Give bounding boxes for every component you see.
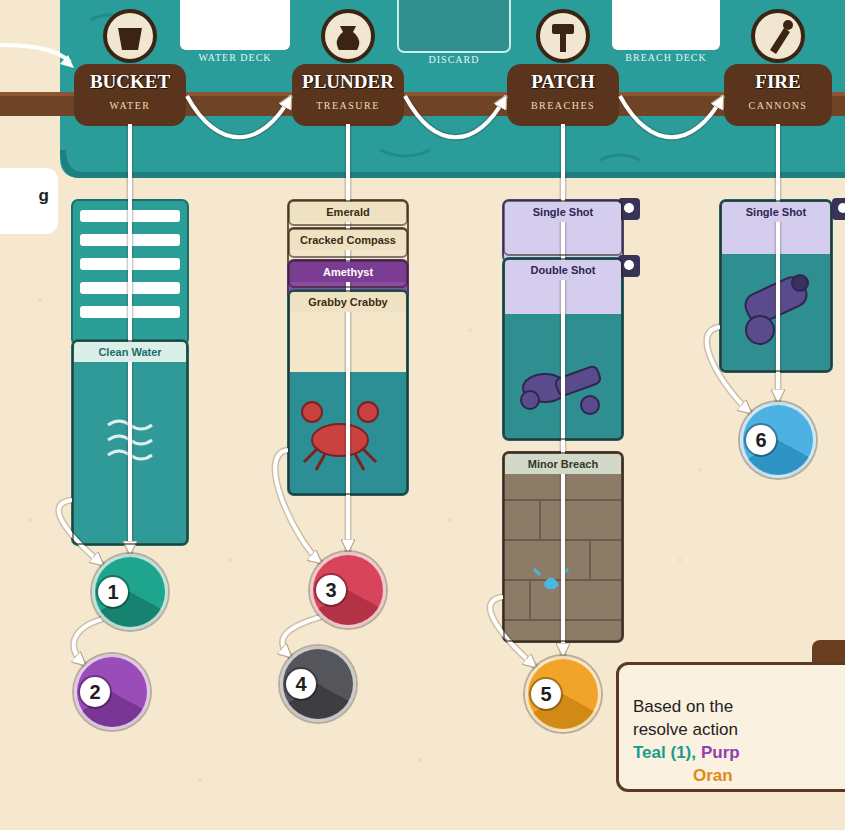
- flow-arrow: [275, 450, 321, 563]
- flow-arrow: [620, 96, 723, 137]
- flow-arrow-shadow: [187, 96, 291, 137]
- flow-arrow-shadow: [490, 597, 536, 667]
- game-card: Cracked Compass: [288, 228, 408, 258]
- station-name: BUCKET: [73, 70, 187, 94]
- station-label: FIRE CANNONS: [723, 66, 833, 124]
- flow-arrow-line: [776, 124, 780, 402]
- flow-arrow-shadow: [345, 124, 352, 552]
- card-title: Minor Breach: [505, 454, 621, 474]
- callout-number: 5: [531, 679, 561, 709]
- card-title: Amethyst: [290, 262, 406, 282]
- station-subtitle: TREASURE: [291, 98, 405, 114]
- rules-callout: Based on theresolve actionTeal (1),PurpO…: [616, 662, 845, 792]
- game-card: Amethyst: [288, 260, 408, 288]
- action-token: 5: [525, 656, 601, 732]
- station-label: PATCH BREACHES: [506, 66, 620, 124]
- callout-number: 1: [98, 577, 128, 607]
- flow-arrow-shadow: [127, 124, 134, 554]
- card-title: Emerald: [290, 202, 406, 222]
- game-card: Emerald: [288, 200, 408, 226]
- station-subtitle: CANNONS: [723, 98, 833, 114]
- note-text: g: [0, 186, 49, 206]
- action-token: 4: [280, 646, 356, 722]
- callout-text: Oran: [633, 764, 845, 787]
- game-card: Minor Breach: [503, 452, 623, 642]
- callout-number: 4: [286, 669, 316, 699]
- card-title: Single Shot: [505, 202, 621, 222]
- flow-arrow-shadow: [620, 96, 723, 137]
- flow-arrow-shadow: [405, 96, 506, 137]
- station-subtitle: BREACHES: [506, 98, 620, 114]
- callout-number: 6: [746, 425, 776, 455]
- callout-text: Purp: [701, 741, 740, 764]
- action-token: 1: [92, 554, 168, 630]
- station-label: PLUNDER TREASURE: [291, 66, 405, 124]
- flow-arrow: [778, 124, 779, 402]
- game-card: Grabby Crabby: [288, 290, 408, 495]
- flow-arrow-line: [128, 124, 132, 554]
- note-box: g: [0, 168, 58, 234]
- callout-number: 3: [316, 575, 346, 605]
- flow-arrow-line: [275, 450, 321, 563]
- flow-arrow: [59, 500, 103, 565]
- game-card: Clean Water: [72, 340, 188, 545]
- callout-text: resolve action: [633, 718, 845, 741]
- game-card: Double Shot: [503, 258, 623, 440]
- card-title: Cracked Compass: [290, 230, 406, 250]
- flow-arrow: [187, 96, 291, 137]
- flow-arrow: [130, 124, 131, 554]
- flow-arrow-shadow: [775, 124, 782, 402]
- flow-arrow-shadow: [275, 450, 321, 563]
- flow-arrow-line: [620, 96, 723, 137]
- card-title: Clean Water: [74, 342, 186, 362]
- card-title: Double Shot: [505, 260, 621, 280]
- callout-text: Teal (1),: [633, 741, 696, 764]
- flow-arrow-line: [59, 500, 103, 565]
- flow-arrow-line: [490, 597, 536, 667]
- card-title: Single Shot: [722, 202, 830, 222]
- callout-number: 2: [80, 677, 110, 707]
- flow-arrow: [405, 96, 506, 137]
- game-card: Single Shot: [720, 200, 832, 372]
- card-title: Grabby Crabby: [290, 292, 406, 312]
- station-name: PATCH: [506, 70, 620, 94]
- flow-arrow-line: [405, 96, 506, 137]
- station-name: FIRE: [723, 70, 833, 94]
- slot-label: DISCARD: [429, 54, 480, 65]
- station-subtitle: WATER: [73, 98, 187, 114]
- action-token: 6: [740, 402, 816, 478]
- flow-arrow-line: [346, 124, 350, 552]
- action-token: 2: [74, 654, 150, 730]
- flow-arrow: [348, 124, 349, 552]
- flow-arrow-line: [187, 96, 291, 137]
- flow-arrow: [490, 597, 536, 667]
- action-token: 3: [310, 552, 386, 628]
- slot-label: WATER DECK: [198, 52, 271, 63]
- flow-arrow-shadow: [59, 500, 103, 565]
- callout-text: Based on the: [633, 695, 845, 718]
- station-label: BUCKET WATER: [73, 66, 187, 124]
- game-card: Single Shot: [503, 200, 623, 256]
- slot-label: BREACH DECK: [625, 52, 706, 63]
- station-name: PLUNDER: [291, 70, 405, 94]
